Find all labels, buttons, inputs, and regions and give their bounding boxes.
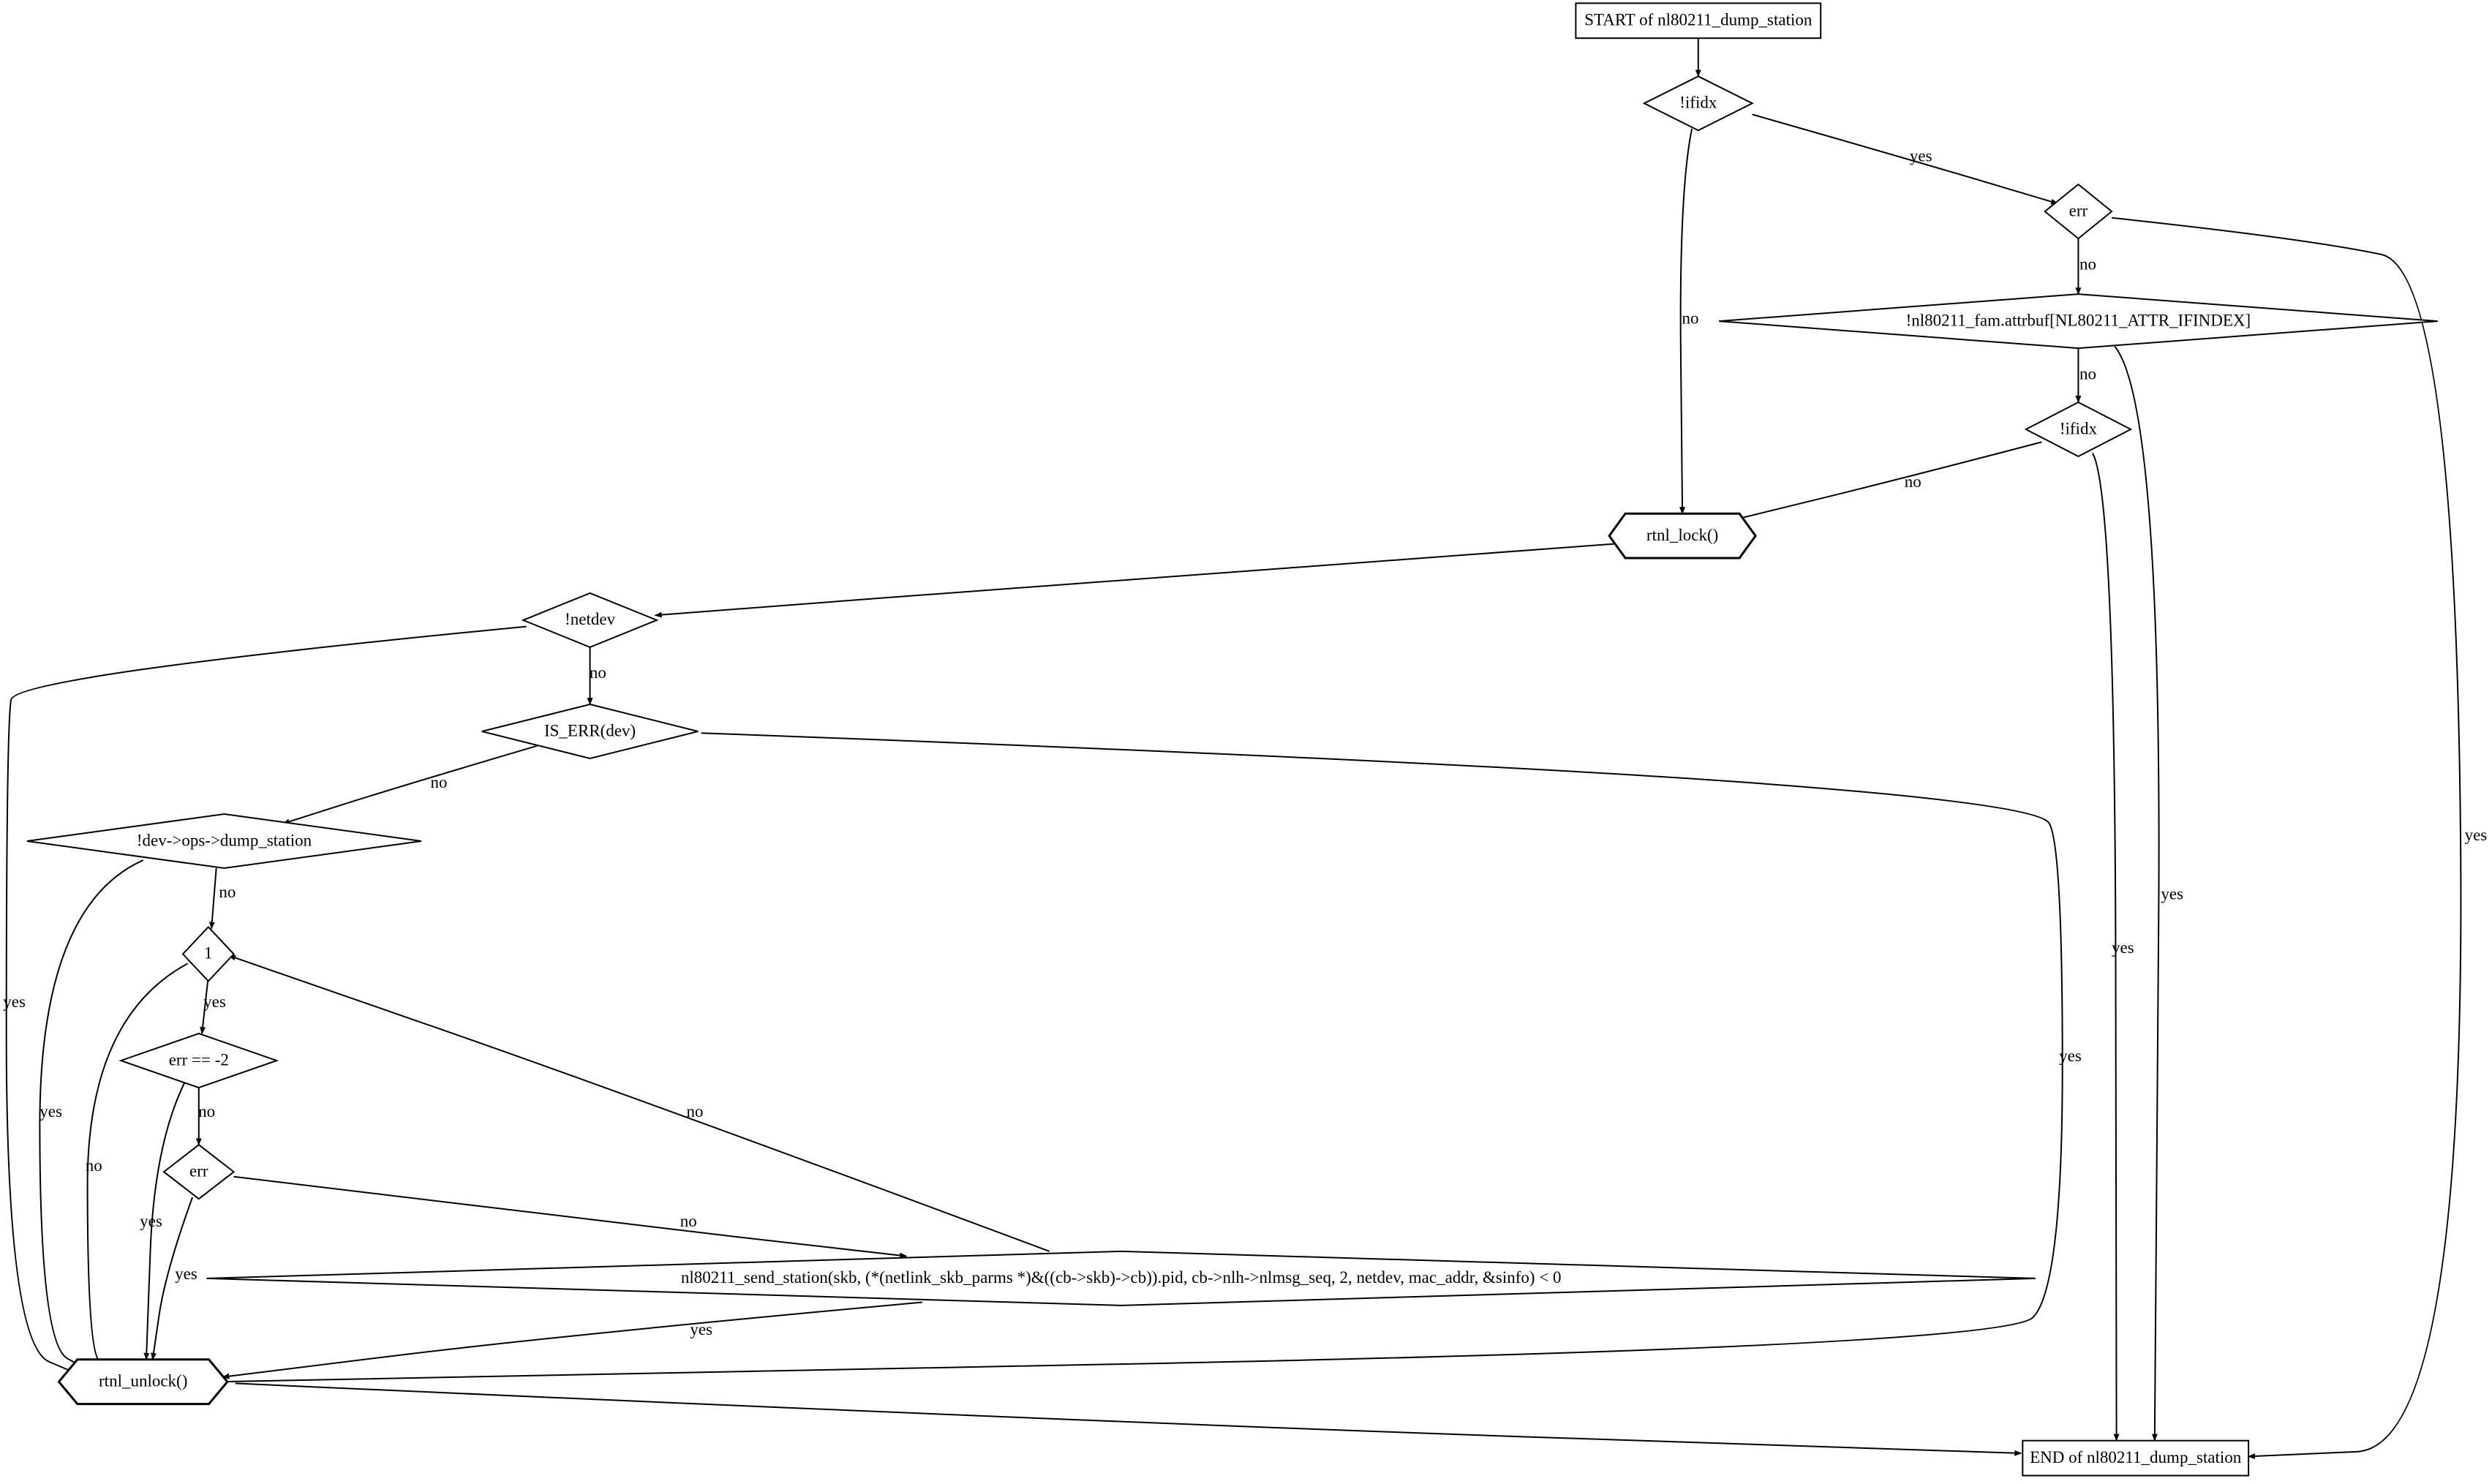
node-shape-hexagon [1608,512,1757,560]
edge-iserr-ops [282,745,538,825]
node-h_unlock: rtnl_unlock() [57,1358,229,1406]
node-label: !dev->ops->dump_station [137,831,312,849]
node-shape-diamond [26,813,422,870]
edge-lock-netdev [654,543,1616,618]
edge-label-ops-unlock: yes [39,1102,62,1120]
edge-iserr-unlock [219,732,2063,1385]
edge-label-attr-ifidx2: no [2079,364,2096,383]
node-label: nl80211_send_station(skb, (*(netlink_skb… [681,1268,1562,1287]
edge-ifidx2-lock [1732,441,2042,521]
edge-label-err2-unlock: yes [175,1265,197,1283]
node-h_lock: rtnl_lock() [1608,512,1757,560]
node-shape-diamond [206,1250,2036,1306]
edge-ops-one [208,867,217,930]
node-label: END of nl80211_dump_station [2030,1448,2242,1466]
edge-unlock-end [235,1382,2022,1456]
edge-send-unlock [222,1301,922,1379]
edge-errm2-unlock [143,1082,186,1360]
node-label: rtnl_lock() [1646,526,1718,544]
node-d_ifidx2: !ifidx [2024,401,2133,458]
edge-ifidx1-lock [1679,128,1693,515]
node-shape-diamond [1719,293,2438,350]
node-d_one: 1 [181,925,235,982]
node-shape-diamond [2044,183,2113,240]
edge-label-ifidx2-end: yes [2112,938,2134,957]
edge-label-attr-end: yes [2161,884,2183,903]
edge-label-send-unlock: yes [690,1320,712,1338]
edge-label-netdev-iserr: no [590,663,606,682]
edge-label-err1-attr: no [2079,255,2096,273]
node-d_ops: !dev->ops->dump_station [26,813,422,870]
edge-label-ifidx2-lock: no [1905,472,1921,491]
node-d_err1: err [2044,183,2113,240]
node-label: err [2069,201,2088,219]
nodes-layer: START of nl80211_dump_station !ifidx err !n… [26,2,2438,1477]
node-shape-diamond [2024,401,2133,458]
edge-label-err2-send: no [680,1212,697,1230]
node-shape-diamond [118,1033,279,1089]
node-label: !ifidx [1679,94,1717,112]
node-shape-diamond [521,592,659,648]
edge-ops-unlock [39,859,144,1375]
edge-label-errm2-err2: no [198,1102,215,1120]
node-label: err == -2 [169,1050,229,1069]
edges-layer: yes no no yes no yes no yes no yes no yes no yes yes no… [3,38,2488,1459]
node-shape-box [1575,2,1822,39]
node-shape-box [2022,1439,2250,1477]
edge-send-one [228,954,1050,1252]
edge-ifidx2-end [2092,453,2120,1442]
node-label: IS_ERR(dev) [544,721,636,739]
node-label: err [189,1161,208,1180]
node-d_send: nl80211_send_station(skb, (*(netlink_skb… [206,1250,2036,1306]
node-label: rtnl_unlock() [99,1371,187,1390]
edge-label-ifidx1-lock: no [1682,309,1699,327]
edge-label-ops-one: no [219,883,236,901]
edge-label-one-unlock: no [86,1156,102,1175]
node-end: END of nl80211_dump_station [2022,1439,2250,1477]
edge-label-err1-end: yes [2465,826,2488,844]
edge-label-iserr-unlock: yes [2059,1047,2082,1065]
node-d_err2: err [162,1143,236,1200]
edge-err1-end [2111,216,2462,1459]
node-label: !nl80211_fam.attrbuf[NL80211_ATTR_IFINDE… [1906,311,2251,329]
node-d_attr: !nl80211_fam.attrbuf[NL80211_ATTR_IFINDE… [1719,293,2438,350]
edge-label-errm2-unlock: yes [140,1212,162,1230]
node-start: START of nl80211_dump_station [1575,2,1822,39]
node-shape-hexagon [57,1358,229,1406]
edge-label-ifidx1-err1: yes [1910,146,1932,165]
node-shape-diamond [1642,75,1754,132]
edge-attr-end [2114,346,2160,1442]
edge-label-send-one: no [687,1102,704,1120]
edge-one-unlock [86,963,188,1371]
node-d_ifidx1: !ifidx [1642,75,1754,132]
node-shape-diamond [181,925,235,982]
node-d_errm2: err == -2 [118,1033,279,1089]
node-label: 1 [204,944,213,963]
node-shape-diamond [481,703,699,760]
node-label: !ifidx [2060,419,2098,437]
edge-err2-unlock [151,1197,194,1360]
edge-netdev-unlock [5,625,527,1381]
edge-label-one-errm2: yes [203,993,226,1011]
edge-label-netdev-unlock: yes [3,993,26,1011]
node-d_iserr: IS_ERR(dev) [481,703,699,760]
node-label: !netdev [565,610,615,628]
node-shape-diamond [162,1143,236,1200]
node-label: START of nl80211_dump_station [1584,11,1812,29]
edge-ifidx1-err1 [1752,113,2059,205]
edge-label-iserr-ops: no [431,773,448,791]
edge-one-errm2 [200,976,209,1035]
edge-err2-send [233,1175,908,1259]
node-d_netdev: !netdev [521,592,659,648]
